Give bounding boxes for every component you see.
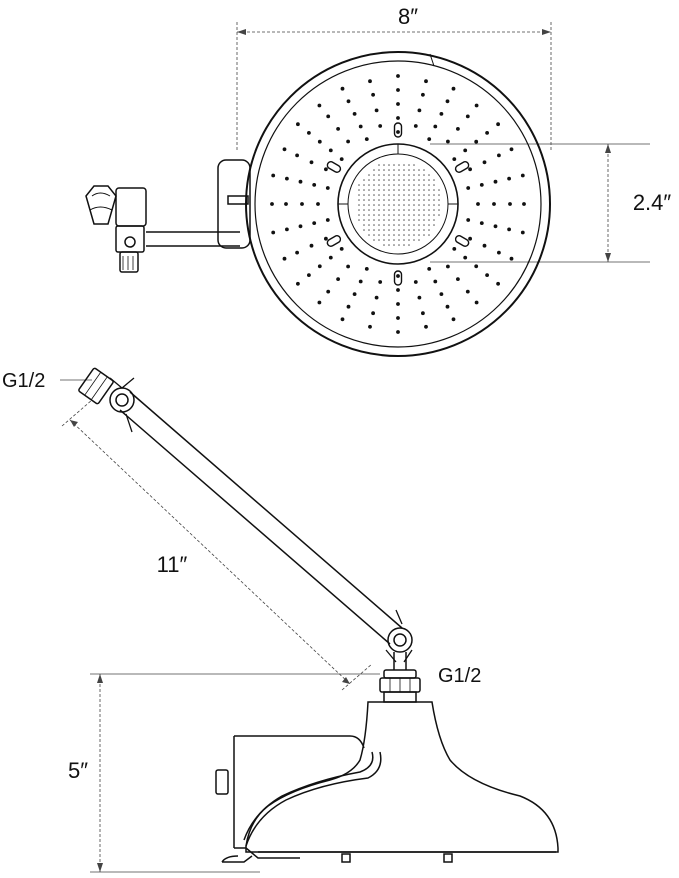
- inner-ring: [254, 60, 542, 348]
- height-label: 5″: [68, 758, 88, 783]
- center-spray-holes: [358, 164, 440, 246]
- height-dimension: [90, 673, 380, 873]
- side-view: G1/2 11″: [2, 367, 559, 873]
- width-label: 8″: [398, 4, 418, 29]
- shower-head-body: [215, 701, 559, 863]
- center-disc-outer: [337, 143, 459, 265]
- inlet-bottom-label: G1/2: [438, 665, 481, 687]
- outer-ring: [245, 51, 551, 357]
- center-label: 2.4″: [633, 190, 672, 215]
- front-view: 8″ 2.4″: [85, 4, 672, 357]
- nozzle-field: [270, 74, 526, 334]
- extension-arm: [119, 391, 403, 645]
- center-disc-inner: [347, 153, 449, 255]
- wall-connector: [85, 185, 240, 273]
- center-dimension: [430, 143, 650, 263]
- inlet-top-label: G1/2: [2, 370, 45, 392]
- arm-dimension: [61, 399, 373, 691]
- bottom-ball-joint: [385, 609, 413, 670]
- top-ball-joint: [109, 377, 135, 433]
- top-inlet-nut: [78, 367, 114, 405]
- width-dimension: [236, 22, 552, 150]
- nozzle-slots: [326, 122, 470, 286]
- hinge-housing: [217, 159, 251, 249]
- bottom-inlet-nut: [379, 669, 421, 703]
- arm-label: 11″: [157, 552, 188, 577]
